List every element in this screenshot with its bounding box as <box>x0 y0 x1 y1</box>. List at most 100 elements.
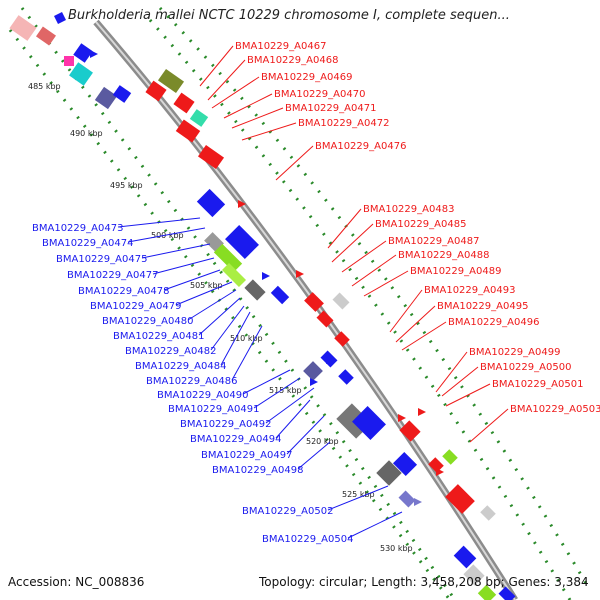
gene-label-forward[interactable]: BMA10229_A0492 <box>180 419 271 430</box>
gene-direction-icon <box>262 272 270 280</box>
gene-label-forward[interactable]: BMA10229_A0473 <box>32 223 123 234</box>
scale-label: 510 kbp <box>230 334 263 343</box>
gene-label-forward[interactable]: BMA10229_A0494 <box>190 434 281 445</box>
gene-feature-block[interactable] <box>428 457 444 473</box>
label-leader-lines <box>117 45 509 539</box>
gene-feature-block[interactable] <box>463 564 485 586</box>
gene-feature-block[interactable] <box>352 406 386 440</box>
gene-feature-block[interactable] <box>175 119 201 143</box>
gene-feature-block[interactable] <box>94 86 118 110</box>
gene-label-reverse[interactable]: BMA10229_A0485 <box>375 219 466 230</box>
leader-line <box>297 441 331 470</box>
gene-feature-block[interactable] <box>157 68 185 94</box>
gene-label-forward[interactable]: BMA10229_A0478 <box>78 286 169 297</box>
gene-label-reverse[interactable]: BMA10229_A0487 <box>388 236 479 247</box>
gene-label-reverse[interactable]: BMA10229_A0472 <box>298 118 389 129</box>
gene-label-forward[interactable]: BMA10229_A0480 <box>102 316 193 327</box>
gene-label-reverse[interactable]: BMA10229_A0476 <box>315 141 406 152</box>
gene-label-forward[interactable]: BMA10229_A0497 <box>201 450 292 461</box>
gene-feature-block[interactable] <box>197 144 225 170</box>
gene-label-forward[interactable]: BMA10229_A0491 <box>168 404 259 415</box>
gene-feature-block[interactable] <box>332 292 350 310</box>
gene-feature-block[interactable] <box>173 92 195 114</box>
leader-line <box>286 415 325 455</box>
gene-feature-block[interactable] <box>270 285 290 305</box>
gene-direction-icon <box>414 498 422 506</box>
gene-feature-block[interactable] <box>376 460 402 486</box>
scale-label: 520 kbp <box>306 437 339 446</box>
gene-label-forward[interactable]: BMA10229_A0474 <box>42 238 133 249</box>
gene-feature-block[interactable] <box>189 109 209 127</box>
gene-label-reverse[interactable]: BMA10229_A0501 <box>492 379 583 390</box>
gene-feature-block[interactable] <box>338 369 354 385</box>
gene-label-forward[interactable]: BMA10229_A0479 <box>90 301 181 312</box>
gene-label-forward[interactable]: BMA10229_A0490 <box>157 390 248 401</box>
gene-label-forward[interactable]: BMA10229_A0481 <box>113 331 204 342</box>
gene-feature-block[interactable] <box>399 420 421 442</box>
gene-feature-block[interactable] <box>204 232 224 252</box>
leader-line <box>253 377 301 409</box>
gene-feature-block[interactable] <box>196 188 226 218</box>
gene-label-forward[interactable]: BMA10229_A0502 <box>242 506 333 517</box>
leader-line <box>331 223 374 263</box>
gene-feature-block[interactable] <box>498 586 516 600</box>
scale-label: 515 kbp <box>269 386 302 395</box>
gene-feature-block[interactable] <box>303 361 323 381</box>
gene-label-reverse[interactable]: BMA10229_A0469 <box>261 72 352 83</box>
gene-feature-block[interactable] <box>64 56 74 66</box>
gene-feature-block[interactable] <box>445 484 475 514</box>
gene-direction-icon <box>90 50 98 58</box>
gene-feature-block[interactable] <box>9 15 37 41</box>
gene-label-reverse[interactable]: BMA10229_A0471 <box>285 103 376 114</box>
gene-label-forward[interactable]: BMA10229_A0484 <box>135 361 226 372</box>
gene-feature-block[interactable] <box>477 584 497 600</box>
leader-line <box>211 76 260 109</box>
gene-label-reverse[interactable]: BMA10229_A0468 <box>247 55 338 66</box>
gene-feature-block[interactable] <box>442 449 458 465</box>
gene-direction-icon <box>238 200 246 208</box>
gene-label-reverse[interactable]: BMA10229_A0503 <box>510 404 600 415</box>
gene-label-forward[interactable]: BMA10229_A0482 <box>125 346 216 357</box>
gene-feature-block[interactable] <box>69 62 93 86</box>
gene-label-reverse[interactable]: BMA10229_A0483 <box>363 204 454 215</box>
gene-feature-block[interactable] <box>398 490 416 508</box>
gene-label-forward[interactable]: BMA10229_A0498 <box>212 465 303 476</box>
gene-feature-block[interactable] <box>334 331 350 347</box>
gene-feature-block[interactable] <box>73 43 93 63</box>
gene-feature-block[interactable] <box>221 262 247 288</box>
gene-label-reverse[interactable]: BMA10229_A0499 <box>469 347 560 358</box>
gene-label-reverse[interactable]: BMA10229_A0467 <box>235 41 326 52</box>
scale-label: 495 kbp <box>110 181 143 190</box>
gene-feature-block[interactable] <box>213 243 243 273</box>
scale-label: 505 kbp <box>190 281 223 290</box>
gene-label-reverse[interactable]: BMA10229_A0493 <box>424 285 515 296</box>
gene-label-reverse[interactable]: BMA10229_A0495 <box>437 301 528 312</box>
gene-features <box>9 15 516 600</box>
gene-direction-icon <box>296 270 304 278</box>
gene-feature-block[interactable] <box>145 80 167 102</box>
gene-label-forward[interactable]: BMA10229_A0504 <box>262 534 353 545</box>
gene-feature-block[interactable] <box>480 505 496 521</box>
gene-feature-block[interactable] <box>392 451 418 477</box>
gene-feature-block[interactable] <box>225 225 259 259</box>
leader-line <box>187 289 237 321</box>
gene-label-reverse[interactable]: BMA10229_A0496 <box>448 317 539 328</box>
gene-feature-block[interactable] <box>112 85 132 103</box>
gene-label-forward[interactable]: BMA10229_A0486 <box>146 376 237 387</box>
accession-label: Accession: NC_008836 <box>8 575 145 589</box>
gene-feature-block[interactable] <box>316 310 334 328</box>
gene-label-reverse[interactable]: BMA10229_A0470 <box>274 89 365 100</box>
track-guide <box>20 7 457 600</box>
gene-label-reverse[interactable]: BMA10229_A0488 <box>398 250 489 261</box>
gene-feature-block[interactable] <box>36 26 56 46</box>
gene-label-forward[interactable]: BMA10229_A0477 <box>67 270 158 281</box>
gene-feature-block[interactable] <box>453 545 477 569</box>
gene-label-reverse[interactable]: BMA10229_A0489 <box>410 266 501 277</box>
gene-label-forward[interactable]: BMA10229_A0475 <box>56 254 147 265</box>
gene-feature-block[interactable] <box>304 292 324 312</box>
scale-label: 500 kbp <box>151 231 184 240</box>
gene-label-reverse[interactable]: BMA10229_A0500 <box>480 362 571 373</box>
gene-feature-block[interactable] <box>244 279 266 301</box>
